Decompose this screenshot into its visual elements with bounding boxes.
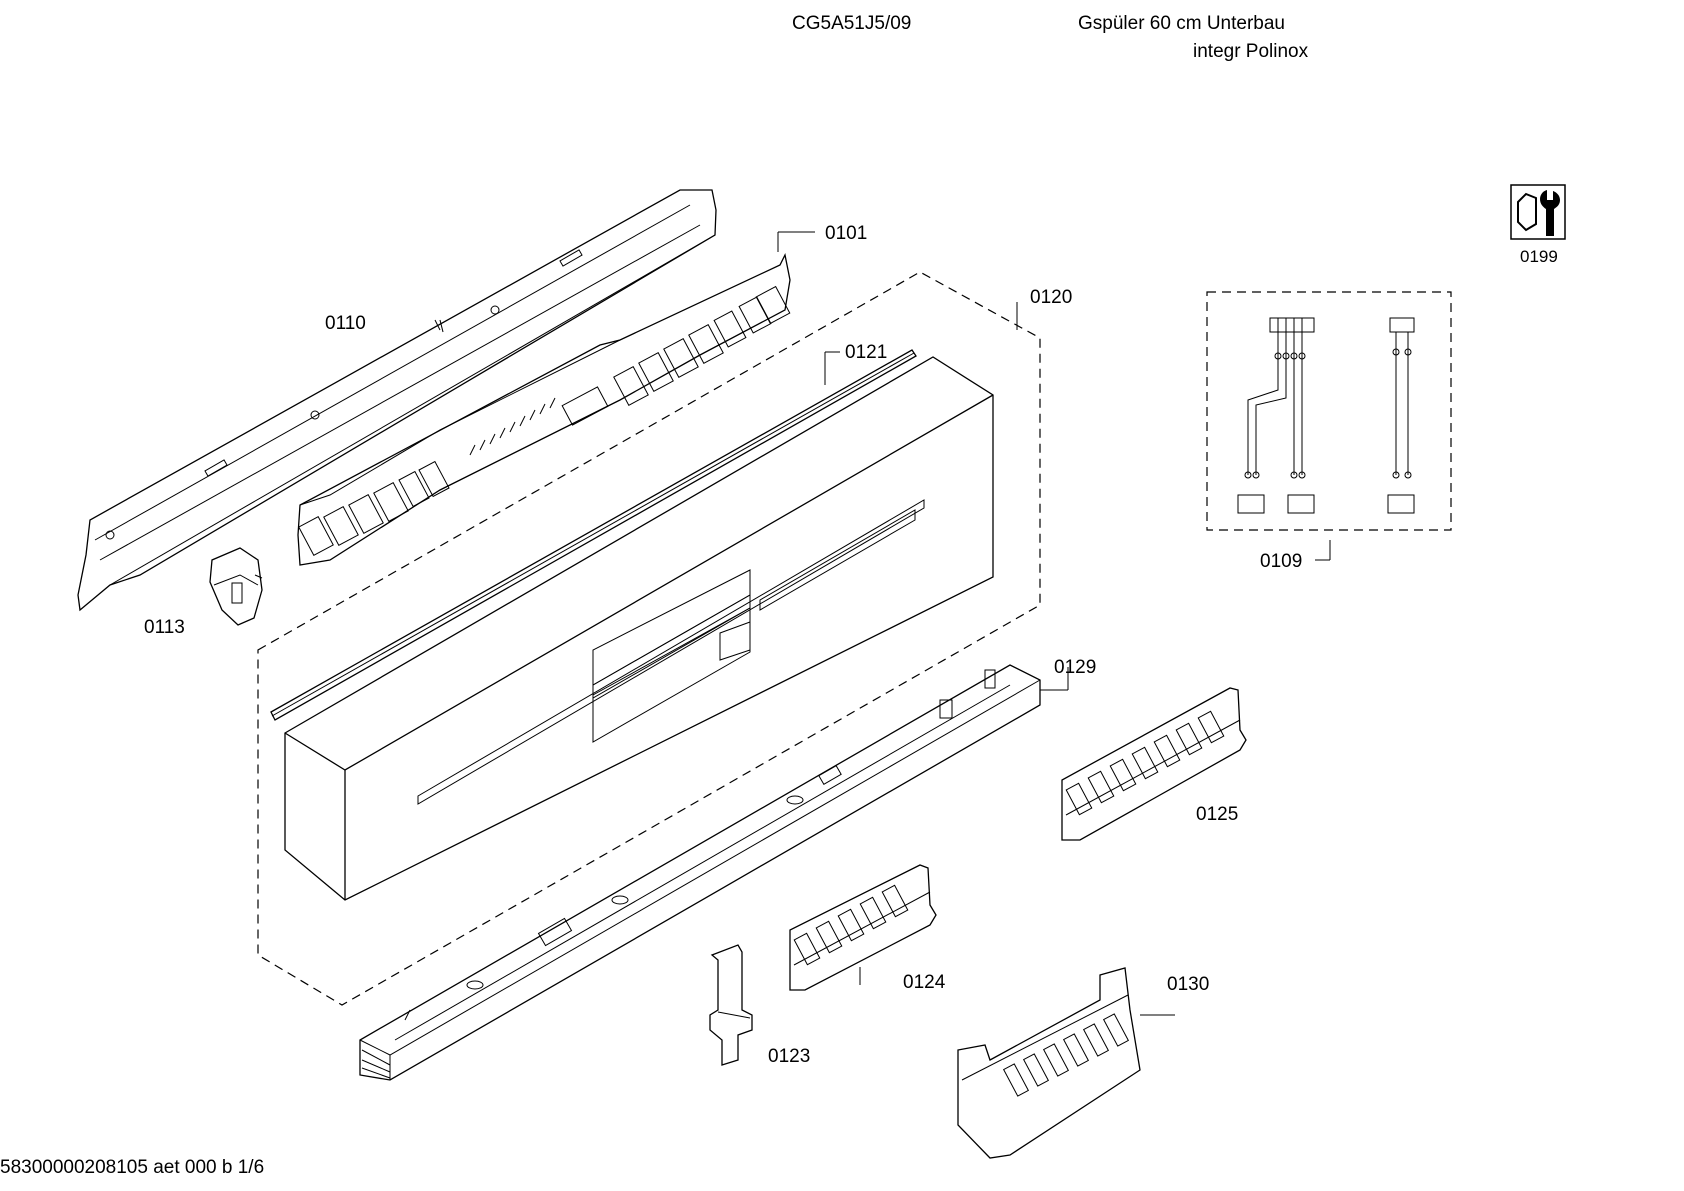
part-label-0125: 0125	[1196, 804, 1239, 825]
button-holder-0125	[1061, 687, 1247, 841]
bracket-0130	[957, 967, 1141, 1159]
cable-set-0109	[1206, 291, 1452, 531]
part-label-0129: 0129	[1054, 657, 1097, 678]
part-label-0199: 0199	[1520, 247, 1558, 266]
rail-0110	[77, 189, 717, 612]
button-holder-0124	[789, 864, 937, 991]
part-label-0124: 0124	[903, 972, 946, 993]
push-rod-0123	[709, 944, 753, 1066]
part-label-0113: 0113	[144, 617, 185, 638]
part-label-0120: 0120	[1030, 287, 1073, 308]
part-label-0110: 0110	[325, 313, 366, 334]
document-id: 58300000208105 aet 000 b 1/6	[0, 1157, 265, 1178]
part-label-0101: 0101	[825, 223, 868, 244]
circuit-board-0101	[297, 253, 791, 566]
description-line-2: integr Polinox	[1193, 42, 1309, 62]
wrench-nut-icon	[1510, 184, 1566, 240]
part-label-0130: 0130	[1167, 974, 1210, 995]
base-strip-0129	[359, 664, 1041, 1081]
leader-lines	[439, 231, 1331, 1016]
trim-strip-0121	[270, 349, 917, 721]
part-label-0121: 0121	[845, 342, 888, 363]
control-panel-fascia	[284, 356, 994, 901]
model-number: CG5A51J5/09	[792, 13, 912, 34]
part-label-0109: 0109	[1260, 551, 1303, 572]
description-line-1: Gspüler 60 cm Unterbau	[1078, 13, 1285, 34]
switch-0113	[209, 547, 263, 626]
part-label-0123: 0123	[768, 1046, 811, 1067]
